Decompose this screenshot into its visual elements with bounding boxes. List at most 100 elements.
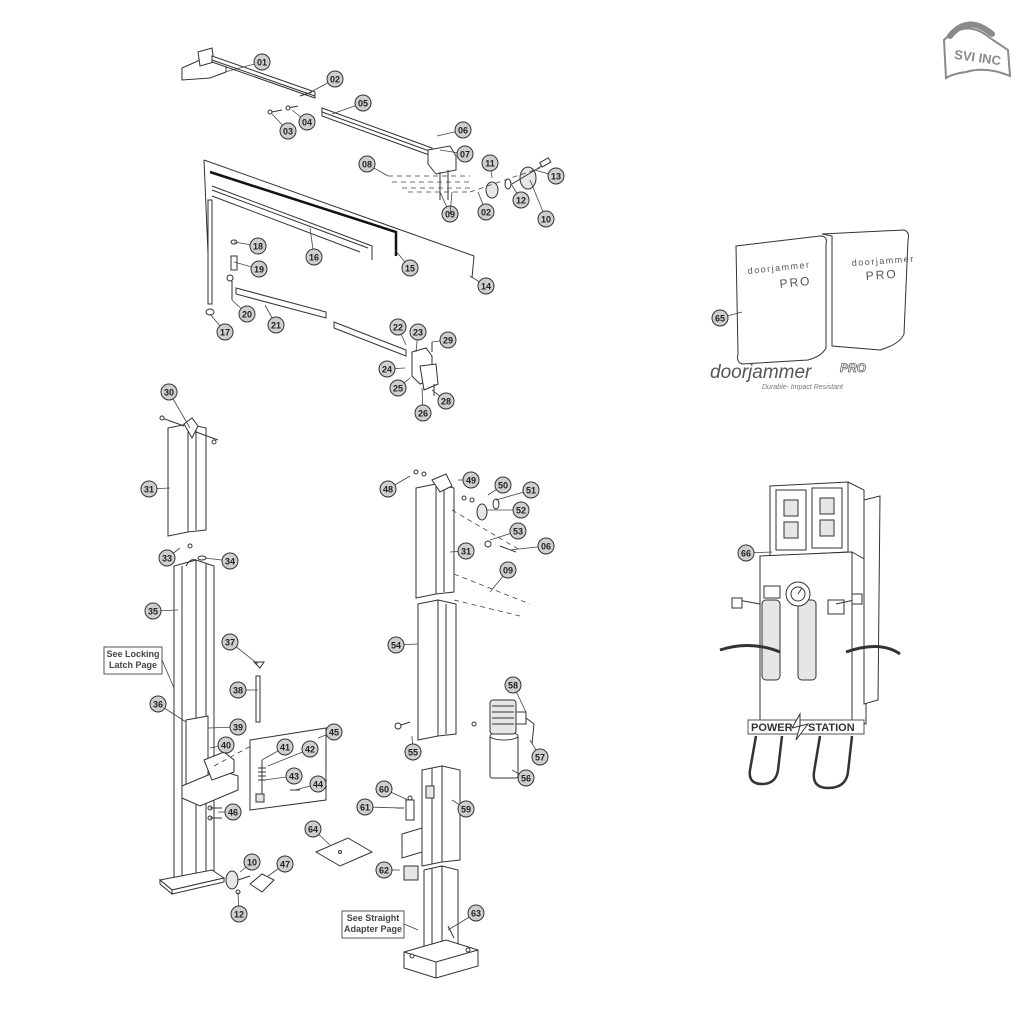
part-callout-number: 40 <box>221 741 231 751</box>
part-callout-34: 34 <box>221 552 239 570</box>
part-callout-number: 09 <box>503 566 513 576</box>
part-callout-number: 18 <box>253 242 263 252</box>
part-callout-number: 10 <box>247 858 257 868</box>
part-callout-number: 37 <box>225 638 235 648</box>
part-callout-65: 65 <box>711 309 729 327</box>
doorjammer-logo-model: PRO <box>840 361 867 375</box>
right-column-assembly <box>314 469 535 979</box>
note-line: Adapter Page <box>344 924 402 934</box>
part-callout-number: 11 <box>485 159 495 169</box>
part-callout-14: 14 <box>477 277 495 295</box>
lightning-bolt-icon <box>790 712 810 741</box>
part-callout-06: 06 <box>454 121 472 139</box>
doorjammer-pro-product: doorjammer PRO doorjammer PRO doorjammer… <box>710 229 915 391</box>
part-callout-12: 12 <box>230 905 248 923</box>
part-callout-08: 08 <box>358 155 376 173</box>
part-callout-05: 05 <box>354 94 372 112</box>
powerstation-logo-left: POWER <box>751 722 793 734</box>
svi-logo: SVI INC <box>942 21 1012 80</box>
doorjammer-cover-brand-back: doorjammer <box>851 254 915 268</box>
part-callout-04: 04 <box>298 113 316 131</box>
part-callout-number: 33 <box>162 554 172 564</box>
part-callout-20: 20 <box>238 305 256 323</box>
part-callout-57: 57 <box>531 748 549 766</box>
note-line: See Locking <box>106 649 159 659</box>
part-callout-24: 24 <box>378 360 396 378</box>
part-callout-number: 58 <box>508 681 518 691</box>
part-callout-number: 02 <box>330 75 340 85</box>
part-callout-38: 38 <box>229 681 247 699</box>
part-callout-37: 37 <box>221 633 239 651</box>
part-callout-number: 14 <box>481 282 491 292</box>
part-callout-50: 50 <box>494 476 512 494</box>
part-callout-52: 52 <box>512 501 530 519</box>
part-callout-number: 31 <box>461 547 471 557</box>
doorjammer-tagline: Durable- Impact Resistant <box>762 384 844 391</box>
part-callout-number: 59 <box>461 805 471 815</box>
part-callout-06: 06 <box>537 537 555 555</box>
part-callout-23: 23 <box>409 323 427 341</box>
part-callout-02: 02 <box>326 70 344 88</box>
part-callout-07: 07 <box>456 145 474 163</box>
doorjammer-cover-model: PRO <box>779 274 812 291</box>
part-callout-number: 64 <box>308 825 318 835</box>
part-callout-number: 49 <box>466 476 476 486</box>
part-callout-number: 45 <box>329 728 339 738</box>
part-callout-58: 58 <box>504 676 522 694</box>
part-callout-03: 03 <box>279 122 297 140</box>
note-line: See Straight <box>347 913 400 923</box>
part-callout-number: 35 <box>148 607 158 617</box>
part-callout-number: 02 <box>481 208 491 218</box>
part-callout-number: 28 <box>441 397 451 407</box>
part-callout-48: 48 <box>379 480 397 498</box>
part-callout-number: 60 <box>379 785 389 795</box>
part-callout-45: 45 <box>325 723 343 741</box>
part-callout-number: 16 <box>309 253 319 263</box>
overhead-beam-assembly <box>181 47 552 396</box>
part-callout-21: 21 <box>267 316 285 334</box>
part-callout-64: 64 <box>304 820 322 838</box>
part-callout-number: 09 <box>445 210 455 220</box>
part-callout-15: 15 <box>401 259 419 277</box>
part-callout-19: 19 <box>250 260 268 278</box>
part-callout-30: 30 <box>160 383 178 401</box>
part-callout-number: 21 <box>271 321 281 331</box>
left-column-assembly <box>158 415 327 896</box>
part-callout-number: 23 <box>413 328 423 338</box>
part-callout-02: 02 <box>477 203 495 221</box>
part-callout-number: 19 <box>254 265 264 275</box>
part-callout-number: 54 <box>391 641 401 651</box>
part-callout-12: 12 <box>512 191 530 209</box>
part-callout-53: 53 <box>509 522 527 540</box>
part-callout-number: 66 <box>741 549 751 559</box>
power-station-product: POWER STATION <box>719 481 901 790</box>
part-callout-61: 61 <box>356 798 374 816</box>
part-callout-01: 01 <box>253 53 271 71</box>
part-callout-49: 49 <box>462 471 480 489</box>
part-callout-number: 08 <box>362 160 372 170</box>
part-callout-number: 04 <box>302 118 312 128</box>
part-callout-17: 17 <box>216 323 234 341</box>
part-callout-55: 55 <box>404 743 422 761</box>
part-callout-number: 53 <box>513 527 523 537</box>
part-callout-number: 20 <box>242 310 252 320</box>
doorjammer-cover-model-back: PRO <box>865 267 898 283</box>
part-callout-number: 12 <box>234 910 244 920</box>
part-callout-41: 41 <box>276 738 294 756</box>
part-callout-number: 61 <box>360 803 370 813</box>
part-callout-42: 42 <box>301 740 319 758</box>
part-callout-number: 36 <box>153 700 163 710</box>
part-callout-number: 51 <box>526 486 536 496</box>
part-callout-62: 62 <box>375 861 393 879</box>
part-callout-56: 56 <box>517 769 535 787</box>
part-callout-number: 05 <box>358 99 368 109</box>
part-callout-number: 29 <box>443 336 453 346</box>
part-callout-39: 39 <box>229 718 247 736</box>
part-callout-number: 44 <box>313 780 323 790</box>
part-callout-number: 38 <box>233 686 243 696</box>
